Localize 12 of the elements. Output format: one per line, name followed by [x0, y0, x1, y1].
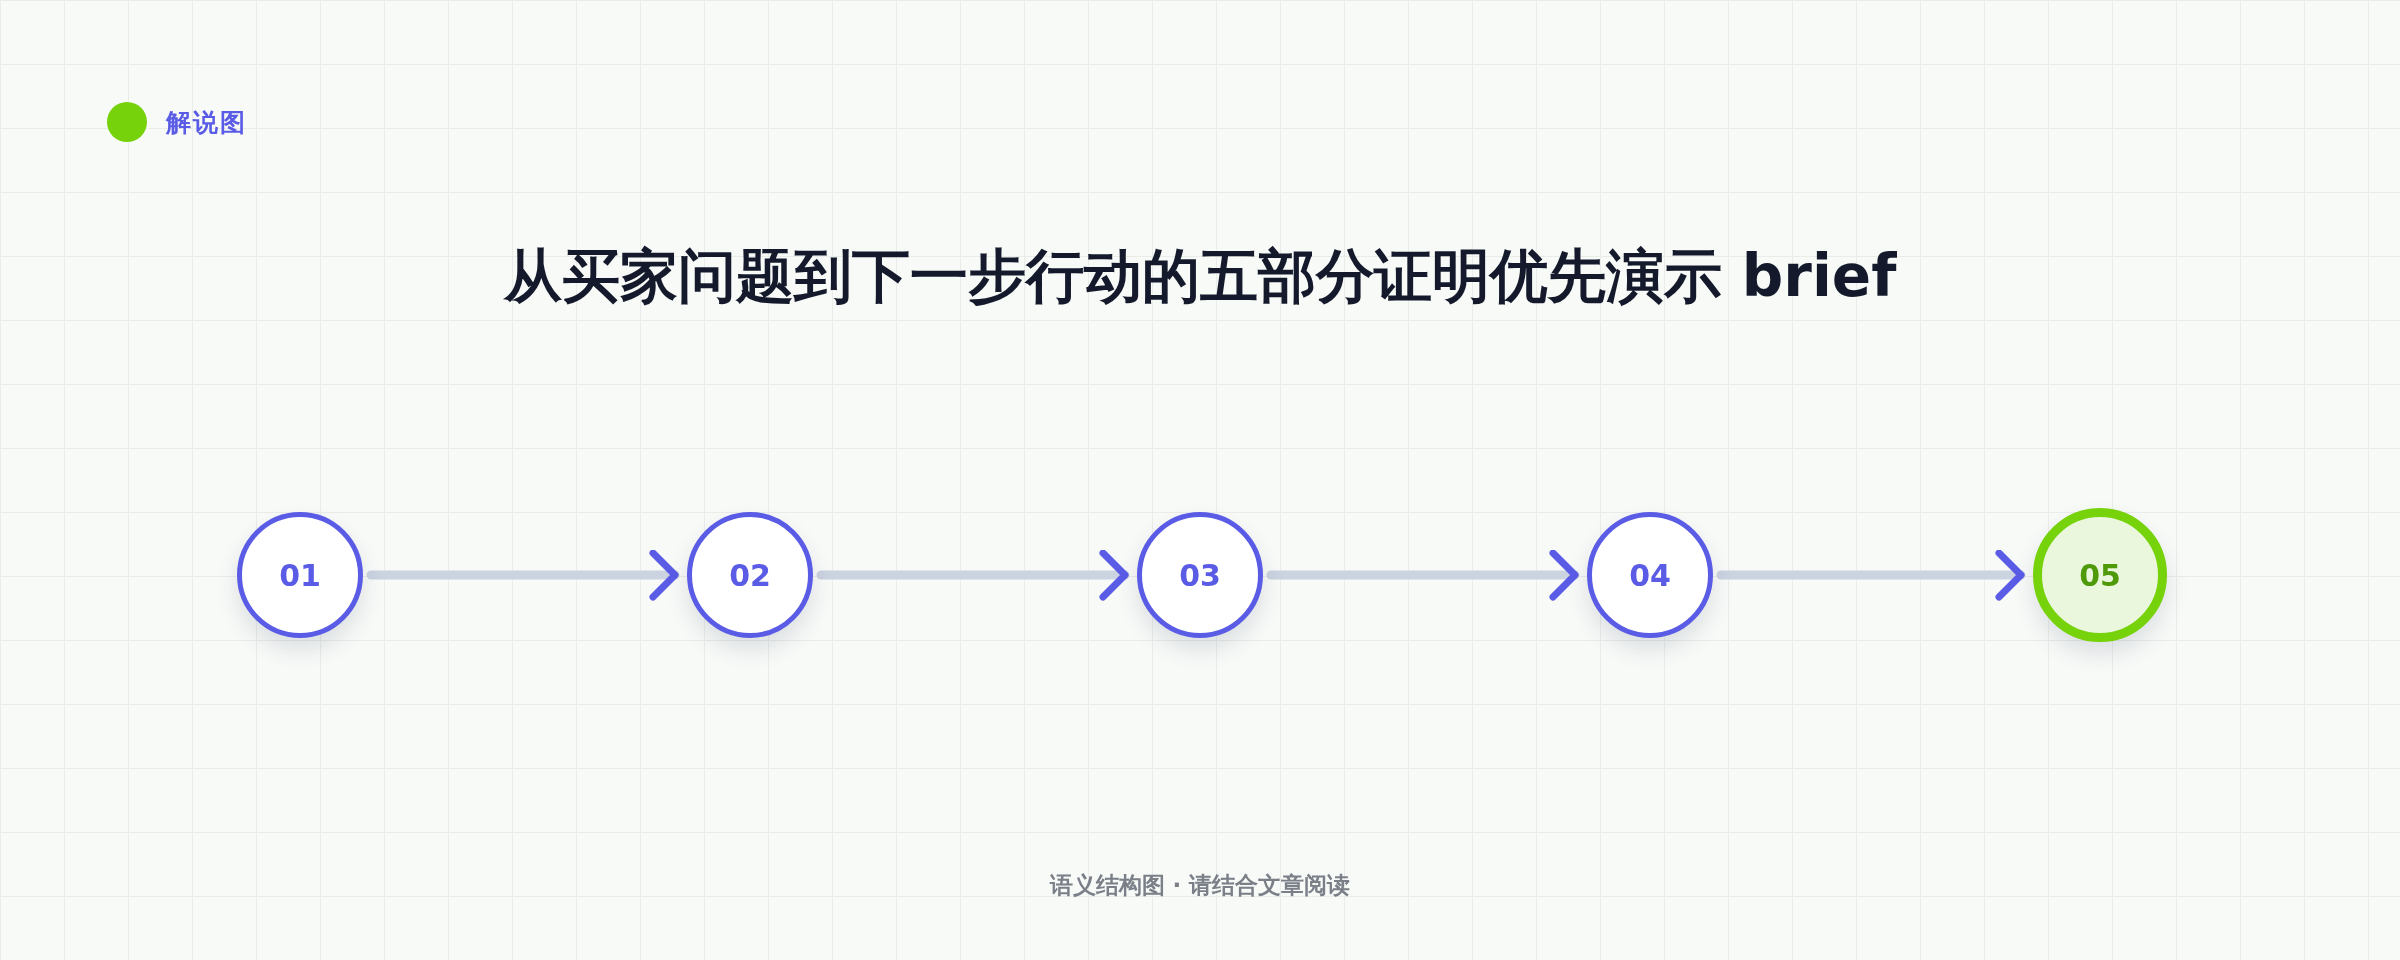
step-circle: 04 [1587, 512, 1713, 638]
arrow [816, 549, 1130, 601]
arrow [1716, 549, 2026, 601]
step-circle: 01 [237, 512, 363, 638]
step-circle: 02 [687, 512, 813, 638]
footer-note: 语义结构图 · 请结合文章阅读 [1048, 871, 1352, 900]
title: 从买家问题到下一步行动的五部分证明优先演示 brief [502, 241, 1898, 312]
arrow [366, 549, 680, 601]
highlighted-step-circle: 05 [2033, 508, 2167, 642]
step-circle: 03 [1137, 512, 1263, 638]
header-label: 解说图 [166, 107, 247, 139]
arrow [1266, 549, 1580, 601]
